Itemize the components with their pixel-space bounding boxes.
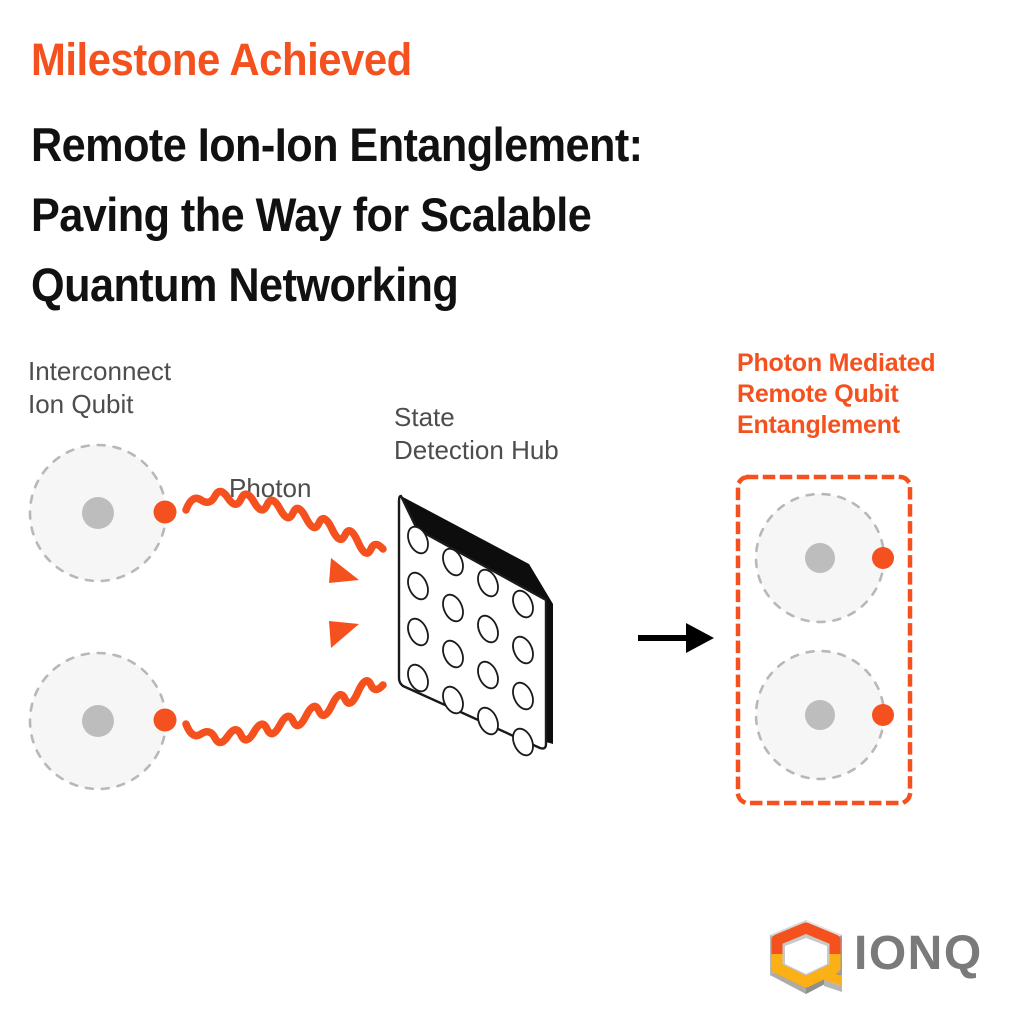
label-entangle-line-1: Photon Mediated (737, 349, 936, 377)
headline-line-1: Remote Ion-Ion Entanglement: (31, 118, 643, 171)
qubit-ion-dot-icon (153, 500, 177, 524)
photon-wave-top-icon (182, 487, 387, 583)
label-interconnect-line-2: Ion Qubit (28, 389, 134, 419)
entanglement-group-box (735, 474, 913, 806)
qubit-ion-dot-icon (872, 547, 894, 569)
headline-line-2: Paving the Way for Scalable (31, 188, 592, 241)
label-state-detection-hub: State Detection Hub (394, 401, 559, 467)
state-detection-hub-icon (397, 494, 553, 757)
qubit-interconnect-bottom (28, 651, 177, 791)
qubit-nucleus-icon (805, 543, 835, 573)
label-interconnect-ion-qubit: Interconnect Ion Qubit (28, 355, 171, 421)
qubit-ion-dot-icon (153, 708, 177, 732)
qubit-nucleus-icon (805, 700, 835, 730)
headline-line-3: Quantum Networking (31, 258, 459, 311)
label-hub-line-2: Detection Hub (394, 435, 559, 465)
transition-arrow-icon (638, 623, 714, 653)
eyebrow-milestone: Milestone Achieved (31, 34, 412, 85)
ionq-wordmark: IONQ (854, 927, 983, 980)
ionq-logo: IONQ (762, 918, 1012, 994)
label-hub-line-1: State (394, 402, 455, 432)
label-entangle-line-3: Entanglement (737, 411, 900, 439)
label-interconnect-line-1: Interconnect (28, 356, 172, 386)
photon-wave-bottom-icon (182, 621, 387, 747)
qubit-nucleus-icon (82, 497, 114, 529)
qubit-remote-bottom (754, 649, 894, 781)
label-entangle-line-2: Remote Qubit (737, 380, 899, 408)
qubit-nucleus-icon (82, 705, 114, 737)
qubit-interconnect-top (28, 443, 177, 583)
qubit-ion-dot-icon (872, 704, 894, 726)
ionq-hexagon-mark-icon (770, 920, 842, 994)
label-photon-mediated-entanglement: Photon Mediated Remote Qubit Entanglemen… (737, 348, 936, 441)
qubit-remote-top (754, 492, 894, 624)
detector-hole-grid (407, 525, 534, 757)
